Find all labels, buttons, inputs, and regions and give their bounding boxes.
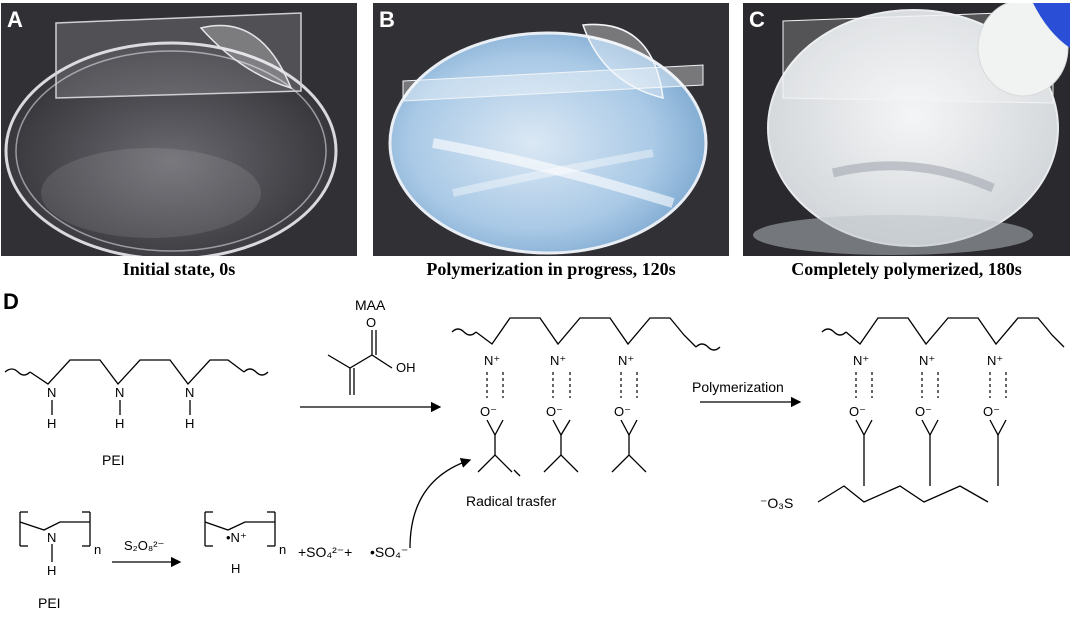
pei-n1: N xyxy=(47,385,56,400)
polymer-backbone xyxy=(817,485,989,503)
radical-transfer-label: Radical trasfer xyxy=(466,493,557,509)
petri-dish-initial-image xyxy=(1,3,357,256)
pei-h3: H xyxy=(185,416,194,431)
maa-oh-label: OH xyxy=(396,360,416,375)
polymer-chain xyxy=(845,317,1065,348)
pei-h2: H xyxy=(115,416,124,431)
o3s-label: ⁻O₃S xyxy=(760,495,793,511)
polymerization-label: Polymerization xyxy=(692,379,784,395)
complex-ominus-2: O⁻ xyxy=(546,404,563,419)
maa-molecule xyxy=(327,354,393,369)
petri-dish-complete-image xyxy=(743,3,1070,256)
pei-chain xyxy=(29,359,245,386)
caption-a: Initial state, 0s xyxy=(122,259,236,279)
petri-dish-progress-image xyxy=(373,3,729,256)
polymer-ominus-2: O⁻ xyxy=(915,404,932,419)
maa-o-label: O xyxy=(366,315,376,330)
pei2-n: N xyxy=(47,530,56,545)
panel-letter-c: C xyxy=(749,7,765,32)
photo-panel-c: C xyxy=(743,3,1070,256)
polymer-ominus-1: O⁻ xyxy=(849,404,866,419)
complex-nplus-3: N⁺ xyxy=(618,353,634,368)
maa-label: MAA xyxy=(355,297,386,313)
persulfate-label: S₂O₈²⁻ xyxy=(124,538,164,553)
complex-nplus-1: N⁺ xyxy=(484,353,500,368)
complex-ominus-3: O⁻ xyxy=(614,404,631,419)
complex-ominus-1: O⁻ xyxy=(480,404,497,419)
pei-h1: H xyxy=(47,416,56,431)
hydrogen-bonds-complex xyxy=(486,372,1007,398)
pei2-h: H xyxy=(47,563,56,578)
radical-transfer-arrow xyxy=(409,457,472,549)
polymer-nplus-3: N⁺ xyxy=(987,353,1003,368)
pei-maa-complex-chain xyxy=(475,317,697,348)
caption-c: Completely polymerized, 180s xyxy=(791,259,1022,279)
reaction-scheme: MAA O OH N H N H N H PEI N⁺ N⁺ N⁺ O⁻ O⁻ … xyxy=(4,297,1065,611)
caption-b: Polymerization in progress, 120s xyxy=(426,259,676,279)
panel-letter-b: B xyxy=(379,7,395,32)
polymer-nplus-2: N⁺ xyxy=(919,353,935,368)
pei-n2: N xyxy=(115,385,124,400)
complex-nplus-2: N⁺ xyxy=(550,353,566,368)
polymer-ominus-3: O⁻ xyxy=(983,404,1000,419)
pei-label: PEI xyxy=(102,452,125,468)
photo-panel-a: A xyxy=(1,3,357,256)
radical-n-h: H xyxy=(231,561,240,576)
pei-label-2: PEI xyxy=(38,595,61,611)
polymer-nplus-1: N⁺ xyxy=(853,353,869,368)
sulfate-radical-label: •SO₄⁻ xyxy=(370,544,408,560)
pei-n3: N xyxy=(185,385,194,400)
photo-panel-b: B xyxy=(373,3,729,256)
panel-letter-a: A xyxy=(7,7,23,32)
panel-letter-d: D xyxy=(3,289,19,314)
pei2-subscript: n xyxy=(94,542,101,557)
radical-n-label: •N⁺ xyxy=(226,530,247,545)
radical-subscript: n xyxy=(279,542,286,557)
sulfate-label: +SO₄²⁻+ xyxy=(298,544,352,560)
